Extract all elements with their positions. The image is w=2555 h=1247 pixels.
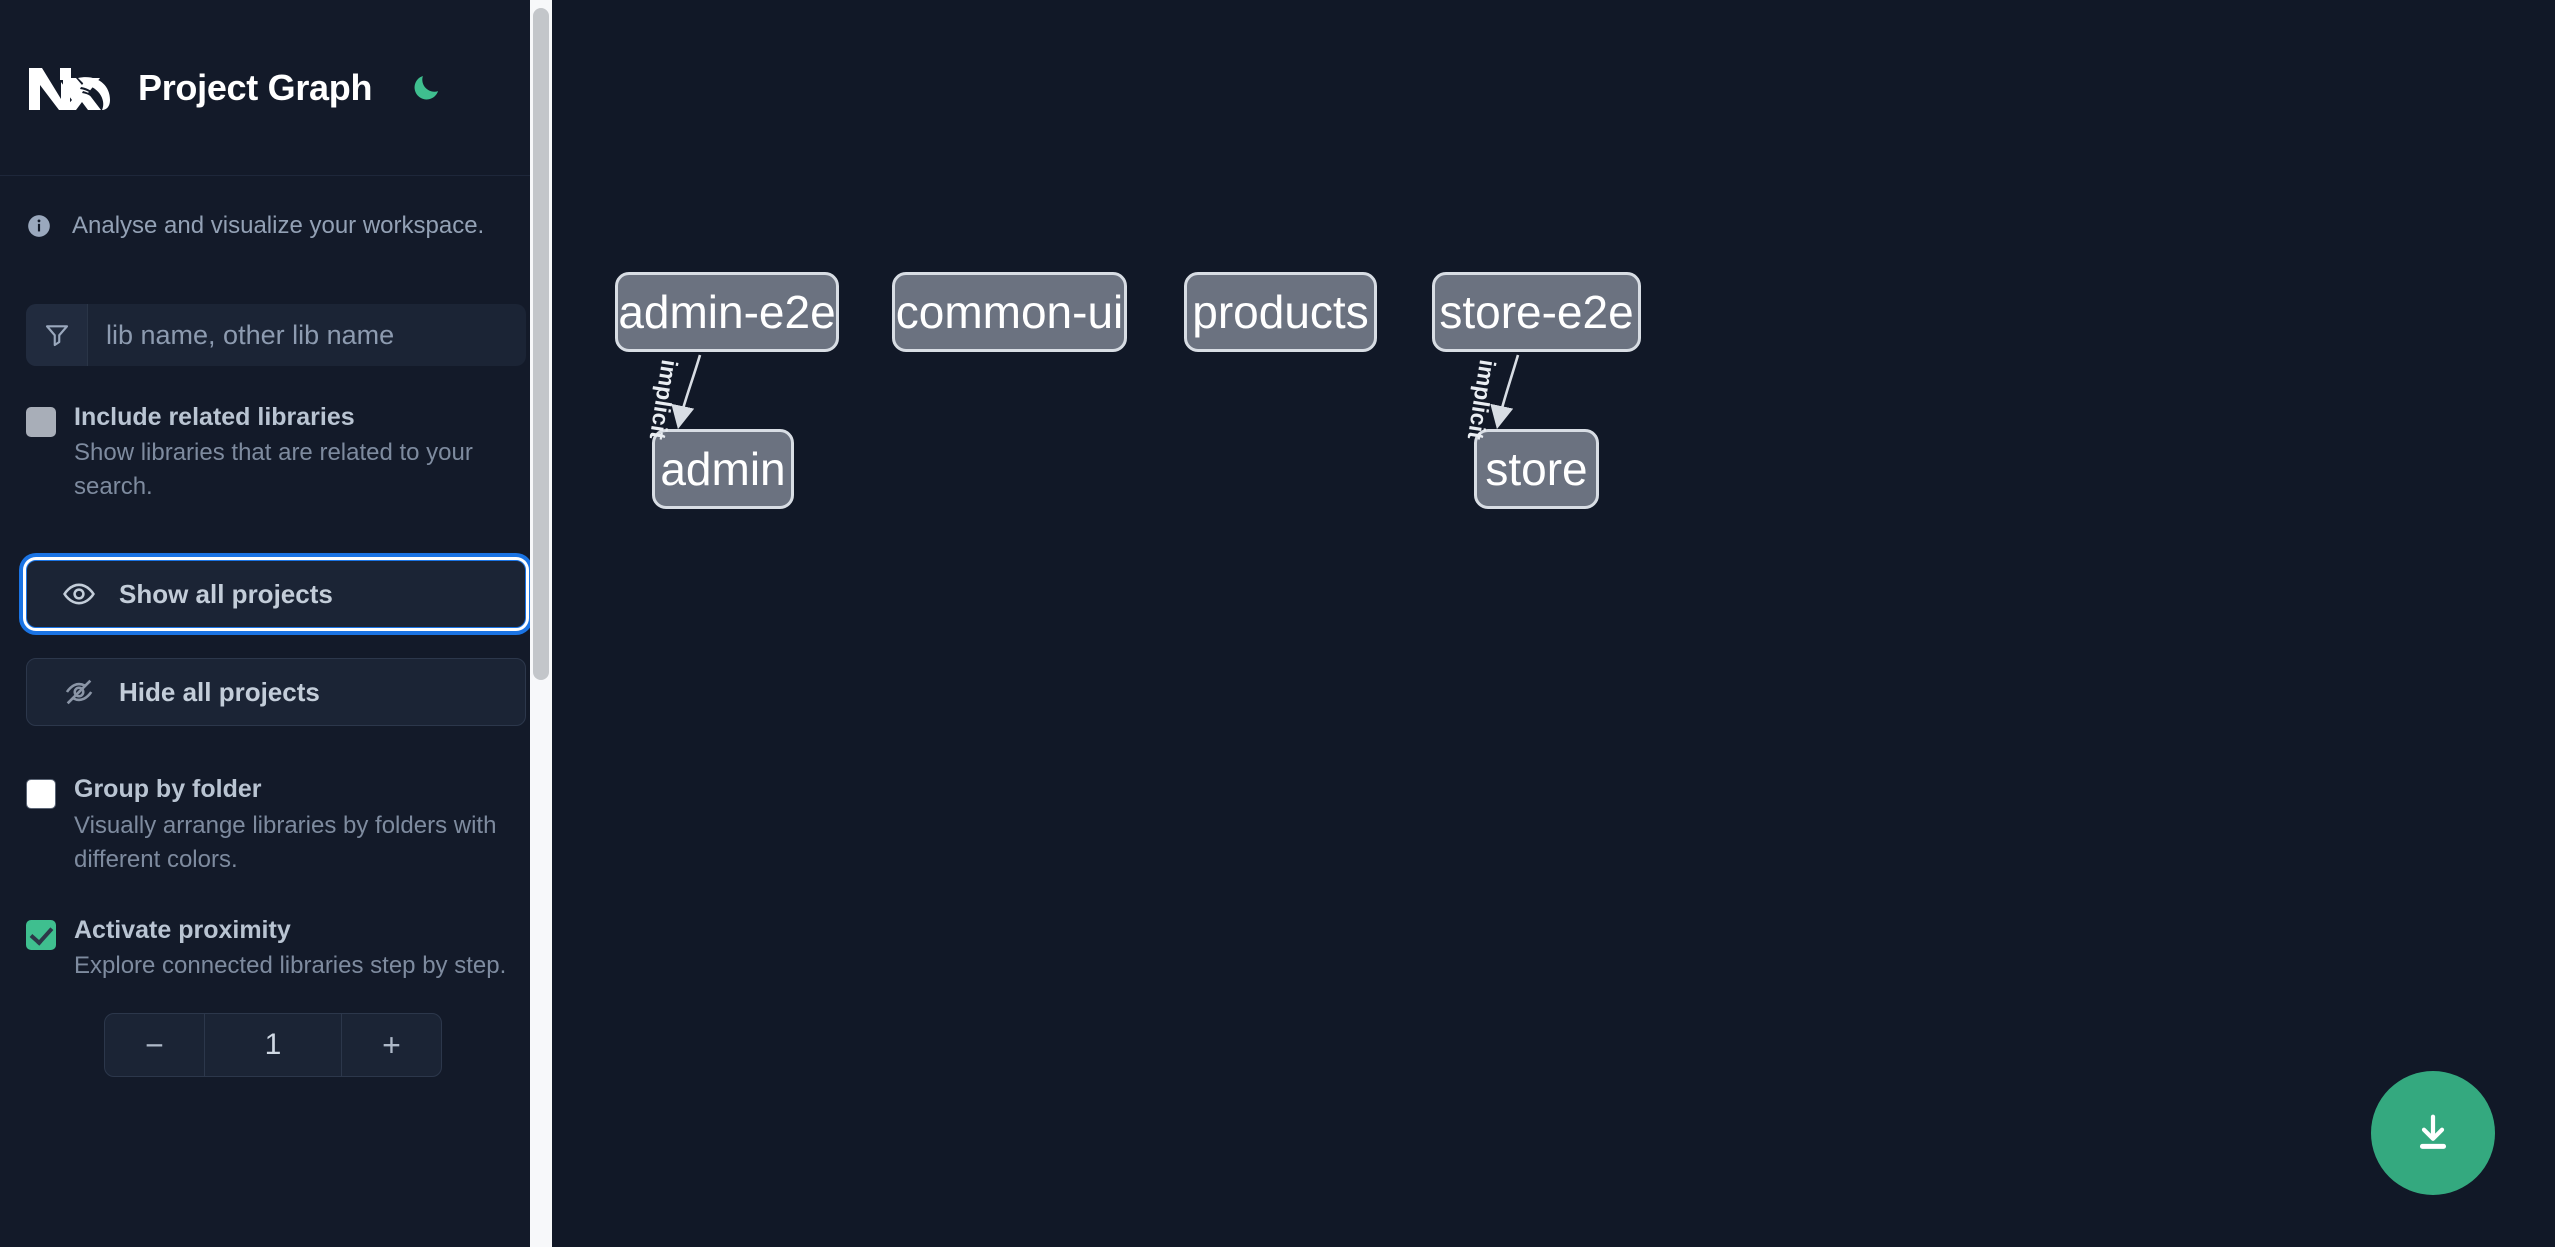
- graph-node-admin[interactable]: admin: [652, 429, 794, 509]
- option-title: Include related libraries: [74, 403, 355, 431]
- eye-off-icon: [61, 674, 97, 710]
- hide-all-projects-label: Hide all projects: [119, 676, 320, 707]
- info-icon: [26, 213, 52, 239]
- option-description: Show libraries that are related to your …: [74, 439, 473, 501]
- moon-icon[interactable]: [406, 68, 446, 108]
- tagline: Analyse and visualize your workspace.: [26, 212, 526, 240]
- search-field[interactable]: [26, 304, 526, 366]
- proximity-increment-button[interactable]: +: [341, 1014, 441, 1077]
- option-title: Activate proximity: [74, 915, 291, 944]
- nx-logo: [26, 58, 114, 118]
- checkbox-include-related-libraries[interactable]: [26, 407, 56, 437]
- proximity-stepper[interactable]: − 1 +: [104, 1013, 442, 1078]
- checkbox-group-by-folder[interactable]: [26, 779, 56, 810]
- app-title: Project Graph: [138, 66, 373, 108]
- sidebar-scrollbar-thumb[interactable]: [533, 8, 549, 680]
- graph-node-store[interactable]: store: [1474, 429, 1599, 509]
- sidebar-header: Project Graph: [0, 0, 552, 176]
- search-input[interactable]: [88, 304, 526, 366]
- tagline-text: Analyse and visualize your workspace.: [72, 212, 485, 239]
- download-icon: [2419, 1114, 2447, 1149]
- sidebar-body: Analyse and visualize your workspace. In…: [0, 212, 552, 1078]
- eye-icon: [61, 576, 97, 612]
- checkbox-activate-proximity[interactable]: [26, 919, 56, 950]
- proximity-value: 1: [264, 1028, 282, 1062]
- graph-node-common-ui[interactable]: common-ui: [892, 272, 1127, 352]
- filter-funnel-icon: [26, 304, 88, 366]
- option-include-related-libraries[interactable]: Include related libraries Show libraries…: [26, 402, 526, 504]
- graph-node-products[interactable]: products: [1184, 272, 1377, 352]
- graph-node-store-e2e[interactable]: store-e2e: [1432, 272, 1641, 352]
- sidebar-scrollbar-track[interactable]: [530, 0, 552, 1247]
- show-all-projects-button[interactable]: Show all projects: [26, 560, 526, 629]
- proximity-decrement-button[interactable]: −: [105, 1014, 205, 1077]
- download-graph-button[interactable]: [2371, 1071, 2495, 1195]
- option-group-by-folder[interactable]: Group by folder Visually arrange librari…: [26, 774, 526, 876]
- graph-canvas[interactable]: admin-e2e common-ui products store-e2e admin…: [552, 0, 2555, 1247]
- option-description: Explore connected libraries step by step…: [74, 952, 507, 980]
- option-title: Group by folder: [74, 775, 262, 804]
- show-all-projects-label: Show all projects: [119, 578, 333, 609]
- sidebar: Project Graph Analyse and visualize your…: [0, 0, 552, 1247]
- graph-node-admin-e2e[interactable]: admin-e2e: [615, 272, 839, 352]
- option-activate-proximity[interactable]: Activate proximity Explore connected lib…: [26, 915, 526, 983]
- option-description: Visually arrange libraries by folders wi…: [74, 811, 497, 873]
- hide-all-projects-button[interactable]: Hide all projects: [26, 658, 526, 727]
